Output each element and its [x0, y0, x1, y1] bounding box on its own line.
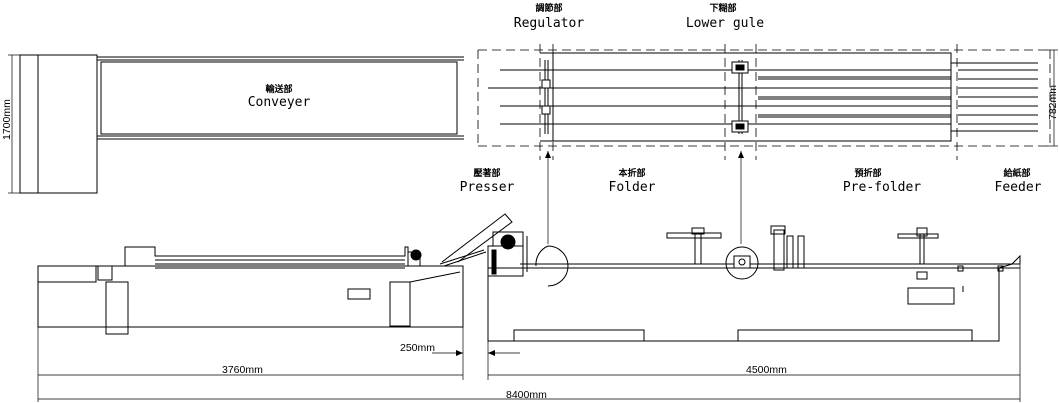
regulator-cn-label: 調節部	[535, 2, 562, 14]
prefolder-label: Pre-folder	[843, 180, 921, 195]
leader-arrows	[545, 151, 744, 244]
feeder-label: Feeder	[995, 180, 1042, 195]
folder-label: Folder	[609, 180, 656, 195]
lower-glue-label: Lower gule	[686, 16, 764, 31]
folder-cn-label: 本折部	[618, 167, 645, 179]
feeder-cn-label: 給紙部	[1003, 167, 1030, 179]
dim-4500mm: 4500mm	[746, 364, 787, 376]
dim-1700mm: 1700mm	[1, 99, 13, 140]
bottom-dimensions: 250mm 3760mm 4500mm 8400mm	[37, 264, 1021, 402]
machine-side-view	[441, 213, 1021, 342]
dimension-conveyer-width: 1700mm	[1, 54, 20, 194]
dim-3760mm: 3760mm	[222, 364, 263, 376]
presser-cn-label: 壓著部	[473, 167, 500, 179]
lower-glue-cn-label: 下糊部	[709, 2, 736, 14]
dimension-machine-width: 782mm	[1046, 49, 1059, 147]
machine-top-view	[477, 44, 1051, 160]
dim-250mm: 250mm	[400, 342, 435, 354]
dim-8400mm: 8400mm	[506, 389, 547, 401]
regulator-label: Regulator	[514, 16, 585, 31]
conveyer-cn-label: 輸送部	[265, 83, 292, 95]
conveyer-top-view	[19, 54, 464, 194]
prefolder-cn-label: 預折部	[854, 167, 881, 179]
presser-label: Presser	[460, 180, 515, 195]
dim-782mm: 782mm	[1047, 85, 1059, 120]
conveyer-side-view	[37, 246, 487, 335]
conveyer-label: Conveyer	[248, 95, 311, 110]
